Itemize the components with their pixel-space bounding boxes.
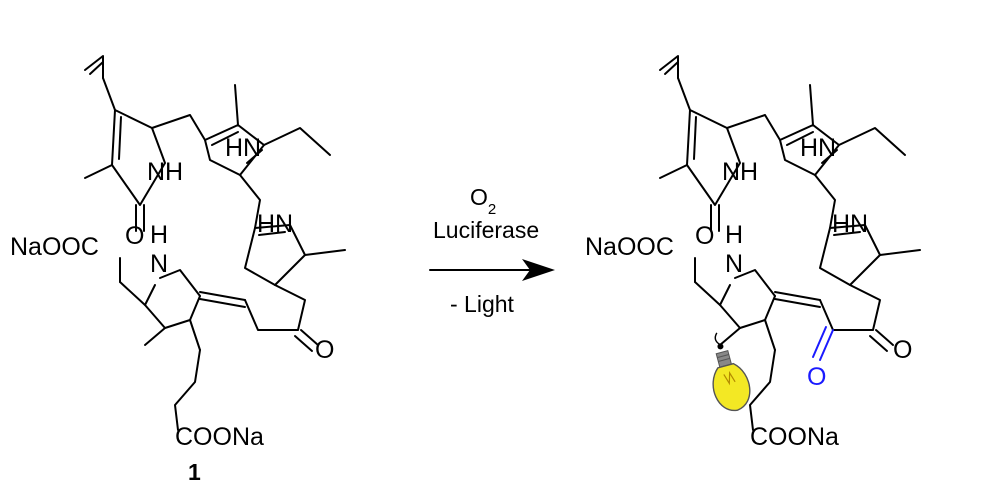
atom-h-ring-d: H <box>150 221 168 249</box>
reagent-luciferase: Luciferase <box>433 217 539 243</box>
product-atom-o-ketone: O <box>893 336 912 364</box>
product-atom-coona: COONa <box>750 423 839 451</box>
product-atom-hn-ring-c: HN <box>832 210 868 238</box>
product-atom-naooc: NaOOC <box>585 233 674 261</box>
product-atom-o-lactam: O <box>695 222 714 250</box>
atom-n-ring-d: N <box>150 250 168 278</box>
atom-o-lactam: O <box>125 222 144 250</box>
atom-naooc: NaOOC <box>10 233 99 261</box>
arrow-head-icon <box>522 259 555 281</box>
atom-nh-ring-a: NH <box>147 158 183 186</box>
product-atom-nh-ring-a: NH <box>722 158 758 186</box>
reactant-molecule: NH O HN HN H N O NaOOC COONa 1 <box>10 55 346 485</box>
atom-coona: COONa <box>175 423 264 451</box>
product-atom-hn-ring-b: HN <box>800 134 836 162</box>
light-bulb-icon <box>712 332 751 411</box>
atom-hn-ring-c: HN <box>257 210 293 238</box>
product-molecule: O NH HN HN H N O O NaOOC COONa <box>585 55 921 451</box>
reagent-oxygen: O2 <box>470 184 496 218</box>
product-atom-o-new-ketone: O <box>807 363 826 391</box>
product-atom-n-ring-d: N <box>725 250 743 278</box>
reactant-bonds <box>84 55 346 431</box>
reaction-arrow-group: O2 Luciferase - Light <box>429 184 555 317</box>
compound-number: 1 <box>188 459 201 485</box>
atom-o-ketone: O <box>315 336 334 364</box>
byproduct-light: - Light <box>450 291 515 317</box>
atom-hn-ring-b: HN <box>225 134 261 162</box>
product-atom-h-ring-d: H <box>725 221 743 249</box>
